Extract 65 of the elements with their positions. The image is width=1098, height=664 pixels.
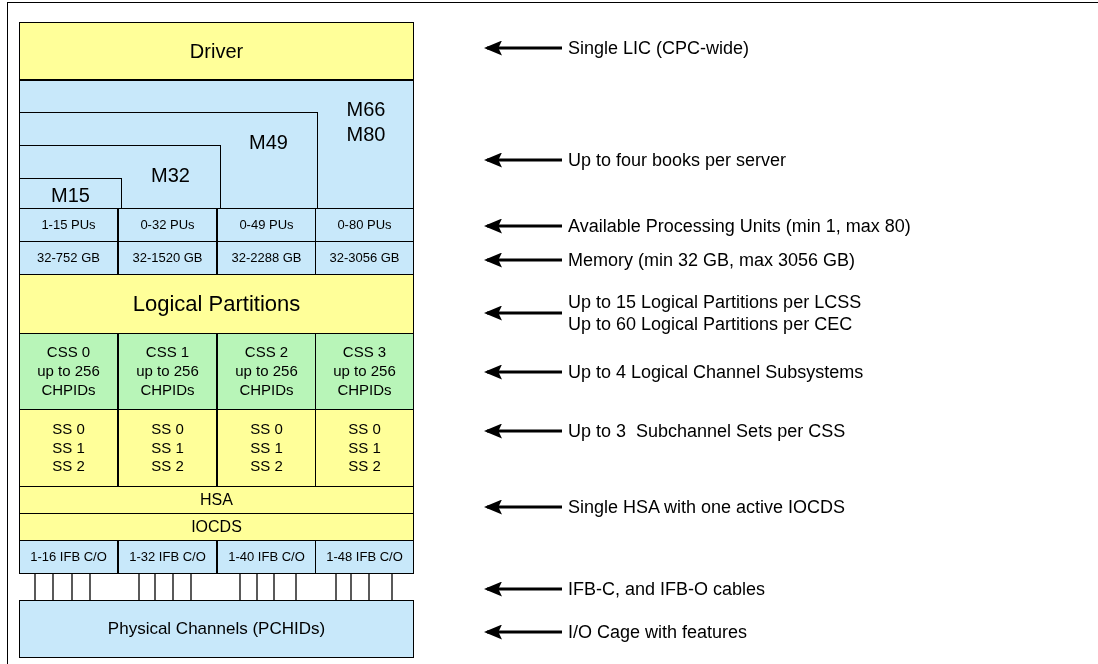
css-cell: CSS 1 up to 256 CHPIDs: [118, 333, 217, 410]
cable-line: [52, 573, 54, 601]
arrow: [484, 364, 562, 380]
annotation-text: I/O Cage with features: [568, 619, 1088, 645]
cable-line: [295, 573, 297, 601]
cable-line: [391, 573, 393, 601]
cable-line: [368, 573, 370, 601]
arrow: [484, 499, 562, 515]
arrow: [484, 252, 562, 268]
cable-line: [190, 573, 192, 601]
annotation-text: Single HSA with one active IOCDS: [568, 494, 1088, 520]
cable-line: [256, 573, 258, 601]
cable-line: [89, 573, 91, 601]
partition-box: Logical Partitions: [19, 274, 414, 334]
subchannel-cell: SS 0 SS 1 SS 2: [19, 409, 118, 487]
css-cell: CSS 2 up to 256 CHPIDs: [217, 333, 316, 410]
model-label: M49: [248, 130, 289, 155]
arrow: [484, 305, 562, 321]
memory-cell: 32-3056 GB: [315, 241, 414, 275]
pu-cell: 1-15 PUs: [19, 208, 118, 242]
cable-line: [350, 573, 352, 601]
cable-line: [335, 573, 337, 601]
arrow: [484, 152, 562, 168]
css-cell: CSS 3 up to 256 CHPIDs: [315, 333, 414, 410]
annotation-text: Memory (min 32 GB, max 3056 GB): [568, 247, 1088, 273]
ifb-cell: 1-48 IFB C/O: [315, 540, 414, 574]
cable-line: [71, 573, 73, 601]
cable-line: [273, 573, 275, 601]
ifb-cell: 1-16 IFB C/O: [19, 540, 118, 574]
cable-line: [172, 573, 174, 601]
channel-box: Physical Channels (PCHIDs): [19, 600, 414, 658]
css-cell: CSS 0 up to 256 CHPIDs: [19, 333, 118, 410]
annotation-text: Up to 4 Logical Channel Subsystems: [568, 359, 1088, 385]
cable-line: [154, 573, 156, 601]
arrow: [484, 624, 562, 640]
iocds-box: IOCDS: [19, 513, 414, 541]
model-box: [19, 80, 414, 209]
pu-cell: 0-49 PUs: [217, 208, 316, 242]
annotation-text: Available Processing Units (min 1, max 80): [568, 213, 1088, 239]
memory-cell: 32-1520 GB: [118, 241, 217, 275]
subchannel-cell: SS 0 SS 1 SS 2: [217, 409, 316, 487]
subchannel-cell: SS 0 SS 1 SS 2: [118, 409, 217, 487]
annotation-text: Up to 15 Logical Partitions per LCSS Up to 60 Logical Partitions per CEC: [568, 285, 1088, 341]
arrow: [484, 423, 562, 439]
ifb-cell: 1-40 IFB C/O: [217, 540, 316, 574]
cable-line: [34, 573, 36, 601]
pu-cell: 0-80 PUs: [315, 208, 414, 242]
arrow: [484, 218, 562, 234]
arrow: [484, 40, 562, 56]
model-label: M66 M80: [345, 97, 387, 147]
arrow: [484, 581, 562, 597]
memory-cell: 32-2288 GB: [217, 241, 316, 275]
model-label: M32: [150, 163, 191, 188]
subchannel-cell: SS 0 SS 1 SS 2: [315, 409, 414, 487]
annotation-text: Single LIC (CPC-wide): [568, 35, 1088, 61]
hsa-box: HSA: [19, 486, 414, 514]
annotation-text: IFB-C, and IFB-O cables: [568, 576, 1088, 602]
cable-line: [239, 573, 241, 601]
cable-line: [138, 573, 140, 601]
annotation-text: Up to four books per server: [568, 147, 1088, 173]
ifb-cell: 1-32 IFB C/O: [118, 540, 217, 574]
pu-cell: 0-32 PUs: [118, 208, 217, 242]
memory-cell: 32-752 GB: [19, 241, 118, 275]
annotation-text: Up to 3 Subchannel Sets per CSS: [568, 418, 1088, 444]
driver-box: Driver: [19, 22, 414, 80]
